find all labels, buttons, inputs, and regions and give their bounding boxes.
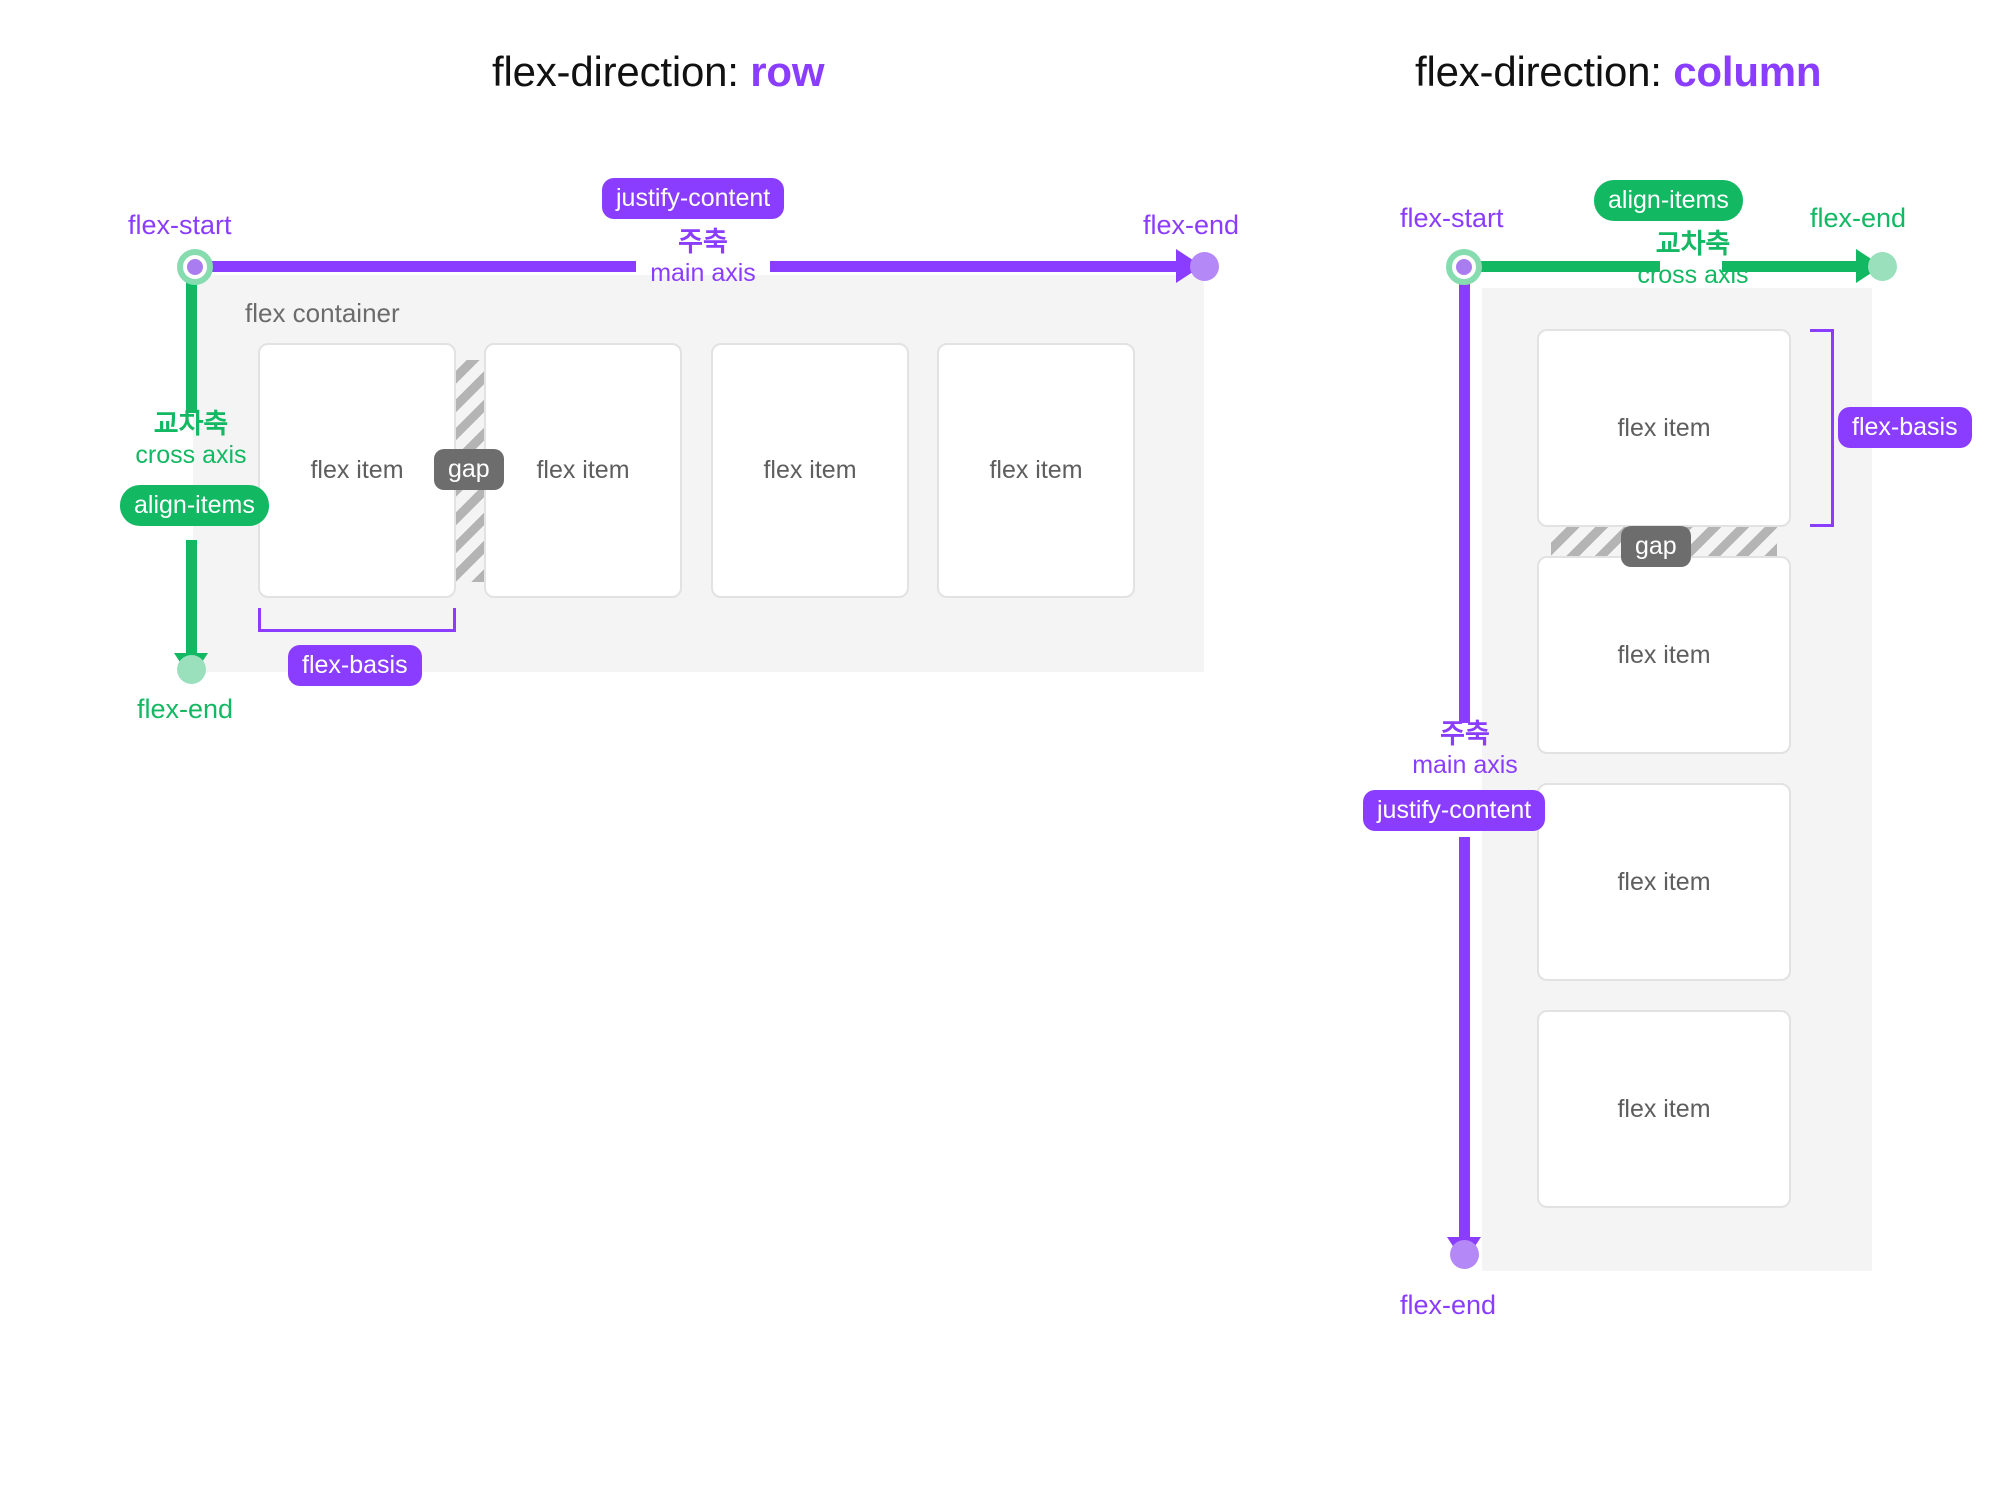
row-main-axis-label: 주축 main axis — [636, 227, 770, 289]
column-flex-item-2: flex item — [1537, 556, 1791, 754]
row-main-axis-label-en: main axis — [650, 258, 756, 287]
column-main-axis-end-label: flex-end — [1400, 1290, 1497, 1320]
row-panel-title: flex-direction: row — [492, 48, 825, 96]
row-flex-basis-badge: flex-basis — [288, 645, 422, 686]
column-cross-axis-line-left — [1465, 261, 1660, 272]
column-align-items-badge: align-items — [1594, 180, 1743, 221]
column-flex-item-4-label: flex item — [1617, 1094, 1711, 1123]
row-cross-axis-line-bottom — [186, 540, 197, 658]
column-main-axis-start-label: flex-start — [1400, 203, 1504, 233]
row-cross-axis-label: 교차축 cross axis — [124, 409, 258, 471]
row-cross-axis-line-top — [186, 267, 197, 413]
row-flex-item-3-label: flex item — [763, 456, 857, 484]
row-main-axis-line-right — [770, 261, 1176, 272]
row-flex-item-1-label: flex item — [310, 456, 404, 484]
column-cross-axis-label-ko: 교차축 — [1655, 229, 1731, 259]
column-flex-item-2-label: flex item — [1617, 640, 1711, 669]
column-flex-item-1-label: flex item — [1617, 413, 1711, 442]
column-gap-badge: gap — [1621, 526, 1691, 567]
row-main-axis-start-label: flex-start — [128, 210, 232, 240]
column-main-axis-end-dot — [1450, 1240, 1479, 1269]
row-main-axis-label-ko: 주축 — [678, 227, 728, 257]
row-flex-container-label: flex container — [245, 298, 400, 328]
row-cross-axis-end-label: flex-end — [137, 694, 234, 724]
row-cross-axis-label-en: cross axis — [135, 440, 247, 469]
column-justify-content-badge: justify-content — [1363, 790, 1546, 831]
row-flex-item-2: flex item — [484, 343, 682, 598]
column-cross-axis-end-dot — [1868, 252, 1897, 281]
row-title-prefix: flex-direction: — [492, 48, 751, 95]
column-main-axis-label-ko: 주축 — [1440, 719, 1490, 749]
column-cross-axis-end-label: flex-end — [1810, 203, 1907, 233]
row-main-axis-end-label: flex-end — [1143, 210, 1240, 240]
column-cross-axis-label-en: cross axis — [1637, 260, 1749, 289]
column-main-axis-label-en: main axis — [1412, 750, 1518, 779]
row-justify-content-badge: justify-content — [602, 178, 785, 219]
row-title-value: row — [750, 48, 825, 95]
column-cross-axis-line-right — [1722, 261, 1856, 272]
column-main-axis-label: 주축 main axis — [1398, 719, 1532, 781]
row-flex-basis-bracket — [258, 608, 456, 632]
row-flex-item-2-label: flex item — [536, 456, 630, 484]
row-main-axis-end-dot — [1190, 252, 1219, 281]
row-gap-badge: gap — [434, 449, 504, 490]
column-flex-item-3-label: flex item — [1617, 867, 1711, 896]
row-flex-item-4-label: flex item — [989, 456, 1083, 484]
row-flex-item-1: flex item — [258, 343, 456, 598]
row-flex-item-4: flex item — [937, 343, 1135, 598]
column-title-prefix: flex-direction: — [1415, 48, 1674, 95]
row-cross-axis-label-ko: 교차축 — [153, 409, 229, 439]
column-main-axis-line-top — [1459, 267, 1470, 723]
row-main-axis-line-left — [193, 261, 636, 272]
column-flex-item-1: flex item — [1537, 329, 1791, 527]
column-main-axis-line-bottom — [1459, 837, 1470, 1243]
column-flex-basis-badge: flex-basis — [1838, 407, 1972, 448]
row-align-items-badge: align-items — [120, 485, 269, 526]
column-flex-basis-bracket — [1810, 329, 1834, 527]
column-panel-title: flex-direction: column — [1415, 48, 1822, 96]
column-title-value: column — [1673, 48, 1822, 95]
column-cross-axis-label: 교차축 cross axis — [1626, 229, 1760, 291]
row-cross-axis-end-dot — [177, 655, 206, 684]
row-flex-item-3: flex item — [711, 343, 909, 598]
column-flex-item-3: flex item — [1537, 783, 1791, 981]
column-flex-item-4: flex item — [1537, 1010, 1791, 1208]
column-origin-marker — [1446, 249, 1482, 285]
row-origin-marker — [177, 249, 213, 285]
